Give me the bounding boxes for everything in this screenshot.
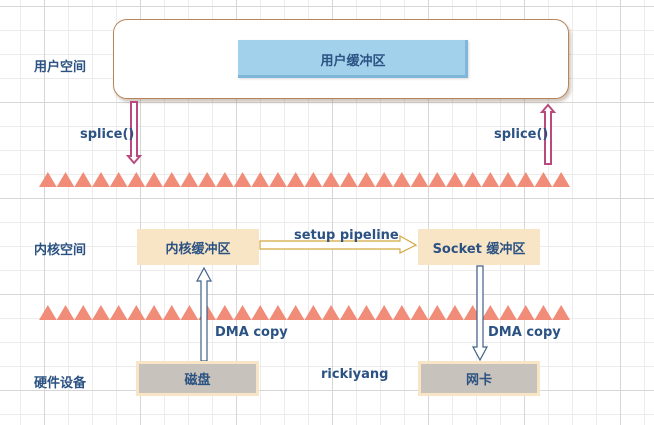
dma-down-arrow [471,265,489,362]
boundary-triangle [286,305,305,320]
boundary-triangle [251,305,270,320]
splice-down-arrow [125,101,143,165]
boundary-triangle [233,172,252,187]
splice-up-arrow [539,103,557,165]
row-label-kernel-space: 内核空间 [34,243,87,258]
boundary-triangle [304,172,323,187]
boundary-triangle [162,305,181,320]
boundary-triangle [56,172,75,187]
boundary-triangle [339,305,358,320]
boundary-triangle [216,305,234,320]
boundary-triangle [92,305,110,320]
boundary-triangle [127,305,146,320]
boundary-triangle [534,172,553,187]
boundary-triangle [304,305,323,320]
boundary-triangle [74,172,93,187]
boundary-triangle [499,172,517,187]
boundary-triangle [269,172,287,187]
boundary-triangle [127,172,146,187]
setup-pipeline-arrow [259,234,418,254]
boundary-triangle [357,305,376,320]
boundary-triangle [410,172,429,187]
boundary-triangle [375,172,393,187]
socket-buffer-label: Socket 缓冲区 [432,241,526,257]
boundary-triangle [393,172,411,187]
boundary-triangle [56,305,75,320]
boundary-triangle [109,305,128,320]
dma-right-label: DMA copy [488,325,561,340]
boundary-triangle [516,305,535,320]
boundary-triangle [286,172,305,187]
nic-label: 网卡 [465,373,492,388]
row-label-user-space: 用户空间 [34,60,87,75]
boundary-triangle [410,305,429,320]
nic-box[interactable]: 网卡 [418,361,540,396]
boundary-triangle [481,305,500,320]
boundary-triangle [322,172,340,187]
boundary-triangle [552,172,570,187]
boundary-triangle [92,172,110,187]
boundary-triangle [481,172,500,187]
setup-pipeline-label: setup pipeline [294,228,399,243]
boundary-triangle [322,305,340,320]
boundary-triangle [357,172,376,187]
boundary-triangle [463,172,482,187]
boundary-triangle [516,172,535,187]
kernel-buffer-label: 内核缓冲区 [165,241,231,257]
boundary-triangle [145,172,163,187]
splice-left-label: splice() [80,127,135,142]
user-kernel-boundary [39,172,570,187]
socket-buffer-box[interactable]: Socket 缓冲区 [418,229,540,265]
disk-label: 磁盘 [184,373,211,388]
disk-box[interactable]: 磁盘 [136,361,259,396]
user-buffer-label: 用户缓冲区 [320,53,386,69]
boundary-triangle [180,305,199,320]
dma-up-arrow [195,266,213,362]
boundary-triangle [534,305,553,320]
watermark-text: rickiyang [321,367,389,382]
boundary-triangle [428,172,447,187]
boundary-triangle [499,305,517,320]
boundary-triangle [39,305,57,320]
boundary-triangle [162,172,181,187]
boundary-triangle [233,305,252,320]
row-label-hardware: 硬件设备 [34,376,87,391]
boundary-triangle [251,172,270,187]
splice-right-label: splice() [494,127,549,142]
boundary-triangle [446,305,464,320]
boundary-triangle [39,172,57,187]
boundary-triangle [198,172,216,187]
boundary-triangle [428,305,447,320]
boundary-triangle [339,172,358,187]
boundary-triangle [446,172,464,187]
boundary-triangle [393,305,411,320]
boundary-triangle [375,305,393,320]
kernel-hardware-boundary [39,305,570,320]
boundary-triangle [74,305,93,320]
user-buffer-box[interactable]: 用户缓冲区 [238,40,468,78]
kernel-buffer-box[interactable]: 内核缓冲区 [137,229,259,265]
boundary-triangle [145,305,163,320]
boundary-triangle [269,305,287,320]
boundary-triangle [109,172,128,187]
boundary-triangle [180,172,199,187]
boundary-triangle [216,172,234,187]
dma-left-label: DMA copy [215,325,288,340]
boundary-triangle [552,305,570,320]
